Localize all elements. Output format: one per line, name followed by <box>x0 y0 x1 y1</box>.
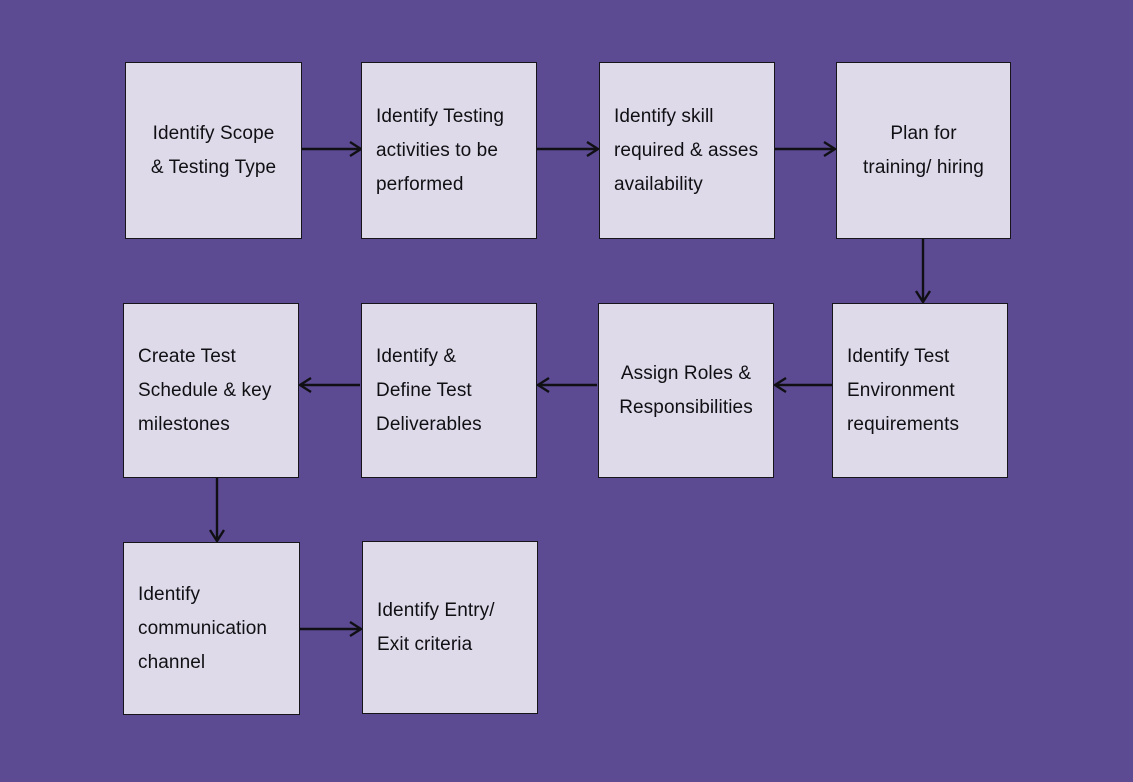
flow-node-n2[interactable]: Identify Testing activities to be perfor… <box>361 62 537 239</box>
flow-node-label: Create Test Schedule & key milestones <box>138 345 272 435</box>
flow-arrow-n5-to-n9 <box>203 464 231 555</box>
flow-node-label: Identify Entry/ Exit criteria <box>377 599 495 655</box>
flow-arrow-n7-to-n6 <box>524 371 611 399</box>
flow-node-n7[interactable]: Assign Roles & Responsibilities <box>598 303 774 478</box>
flow-node-n5[interactable]: Create Test Schedule & key milestones <box>123 303 299 478</box>
flow-node-n6[interactable]: Identify & Define Test Deliverables <box>361 303 537 478</box>
flow-arrow-n8-to-n7 <box>761 371 846 399</box>
flow-arrow-n4-to-n8 <box>909 225 937 316</box>
flow-node-label: Identify Scope & Testing Type <box>150 122 277 178</box>
flow-arrow-n2-to-n3 <box>523 135 612 163</box>
flow-node-label: Identify communication channel <box>138 583 268 673</box>
flow-arrow-n9-to-n10 <box>286 615 375 643</box>
flow-node-label: Plan for training/ hiring <box>863 122 984 178</box>
flow-node-n1[interactable]: Identify Scope & Testing Type <box>125 62 302 239</box>
flow-arrow-n3-to-n4 <box>761 135 849 163</box>
flow-node-n9[interactable]: Identify communication channel <box>123 542 300 715</box>
flow-arrow-n6-to-n5 <box>286 371 374 399</box>
flow-node-label: Identify Test Environment requirements <box>847 345 960 435</box>
flow-node-label: Identify & Define Test Deliverables <box>376 345 482 435</box>
flow-node-n3[interactable]: Identify skill required & asses availabi… <box>599 62 775 239</box>
flow-node-n4[interactable]: Plan for training/ hiring <box>836 62 1011 239</box>
flow-node-n10[interactable]: Identify Entry/ Exit criteria <box>362 541 538 714</box>
flow-node-label: Assign Roles & Responsibilities <box>619 362 753 418</box>
flow-node-label: Identify Testing activities to be perfor… <box>376 105 504 195</box>
flow-node-label: Identify skill required & asses availabi… <box>614 105 759 195</box>
flow-node-n8[interactable]: Identify Test Environment requirements <box>832 303 1008 478</box>
